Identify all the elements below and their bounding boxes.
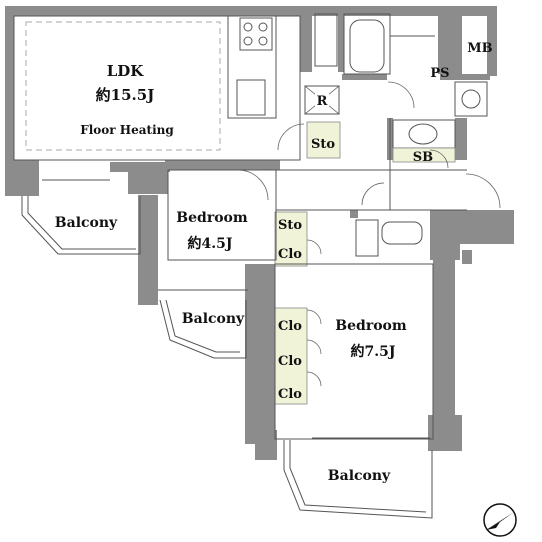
bedroom2-size: 約7.5J <box>351 343 396 360</box>
sb-label: SB <box>413 150 433 165</box>
clo-label-3: Clo <box>278 387 302 402</box>
ldk-size: 約15.5J <box>96 86 155 104</box>
partitions <box>42 118 467 440</box>
sto-bed-label: Sto <box>278 218 302 233</box>
bedroom1-label: Bedroom <box>176 210 248 226</box>
balcony-label-2: Balcony <box>182 311 245 327</box>
sto-entry-label: Sto <box>311 137 335 152</box>
bath-area <box>314 13 488 257</box>
refrigerator-label: R <box>317 94 328 109</box>
ldk-room <box>13 15 340 161</box>
clo-label-1: Clo <box>278 319 302 334</box>
door-swings <box>237 81 501 387</box>
stove-icon <box>239 17 273 51</box>
balcony-label-1: Balcony <box>55 215 118 231</box>
storage-fills <box>274 121 456 405</box>
balcony-label-3: Balcony <box>328 468 391 484</box>
clo-bed1-label: Clo <box>278 247 302 262</box>
walls <box>5 6 514 460</box>
floor-heating-label: Floor Heating <box>80 123 174 137</box>
mb-label: MB <box>467 41 492 56</box>
ldk-label: LDK <box>107 62 145 80</box>
bedroom2-label: Bedroom <box>335 318 407 334</box>
clo-label-2: Clo <box>278 354 302 369</box>
north-arrow-icon <box>483 503 517 537</box>
ps-label: PS <box>430 66 449 81</box>
balconies <box>21 196 433 519</box>
bedroom1-size: 約4.5J <box>188 235 233 252</box>
